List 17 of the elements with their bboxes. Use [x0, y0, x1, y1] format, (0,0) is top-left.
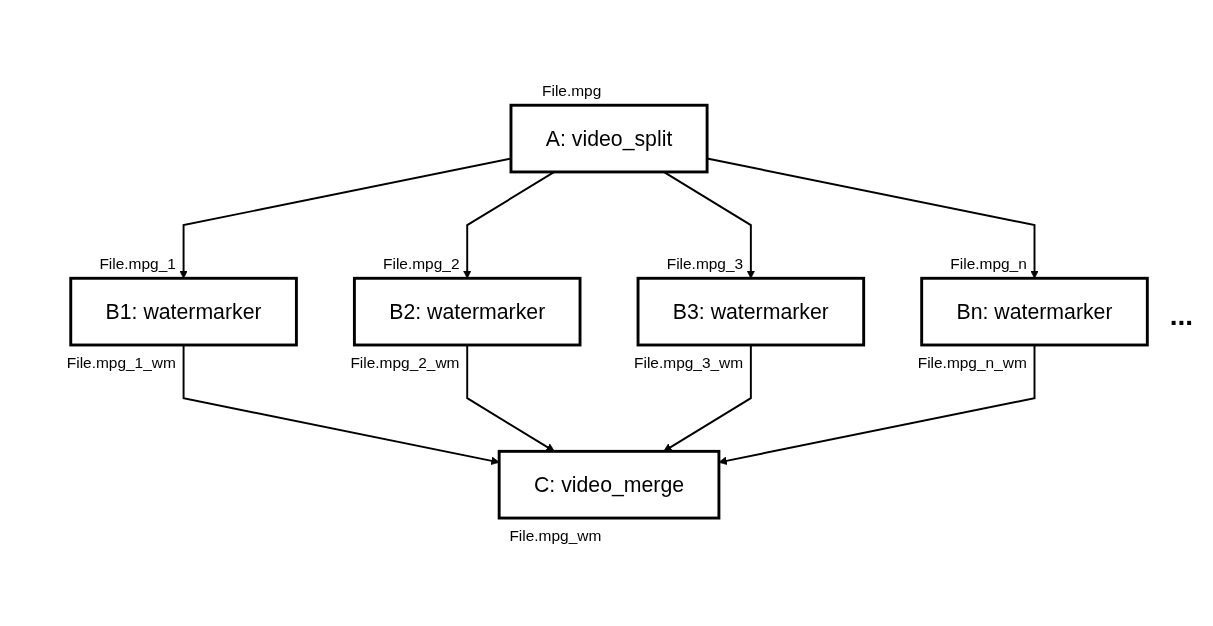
node-label: B2: watermarker: [388, 299, 545, 324]
file-name-label: File.mpg_1_wm: [66, 353, 176, 371]
file-name-label: File.mpg_n_wm: [917, 353, 1027, 371]
file-name-label: File.mpg_3_wm: [633, 353, 743, 371]
node-label: B1: watermarker: [105, 299, 262, 324]
node-label: Bn: watermarker: [955, 299, 1113, 324]
file-name-label: File.mpg_n: [949, 254, 1027, 272]
file-name-label: File.mpg_3: [666, 254, 743, 272]
file-name-label: File.mpg_2_wm: [349, 353, 459, 371]
file-name-label: File.mpg: [541, 81, 601, 99]
node-label: A: video_split: [545, 126, 672, 151]
node-label: B3: watermarker: [672, 299, 829, 324]
file-name-label: File.mpg_1: [98, 254, 176, 272]
file-name-label: File.mpg_2: [382, 254, 459, 272]
ellipsis-label: ...: [1169, 300, 1193, 332]
file-name-label: File.mpg_wm: [508, 526, 601, 544]
node-label: C: video_merge: [533, 472, 684, 497]
